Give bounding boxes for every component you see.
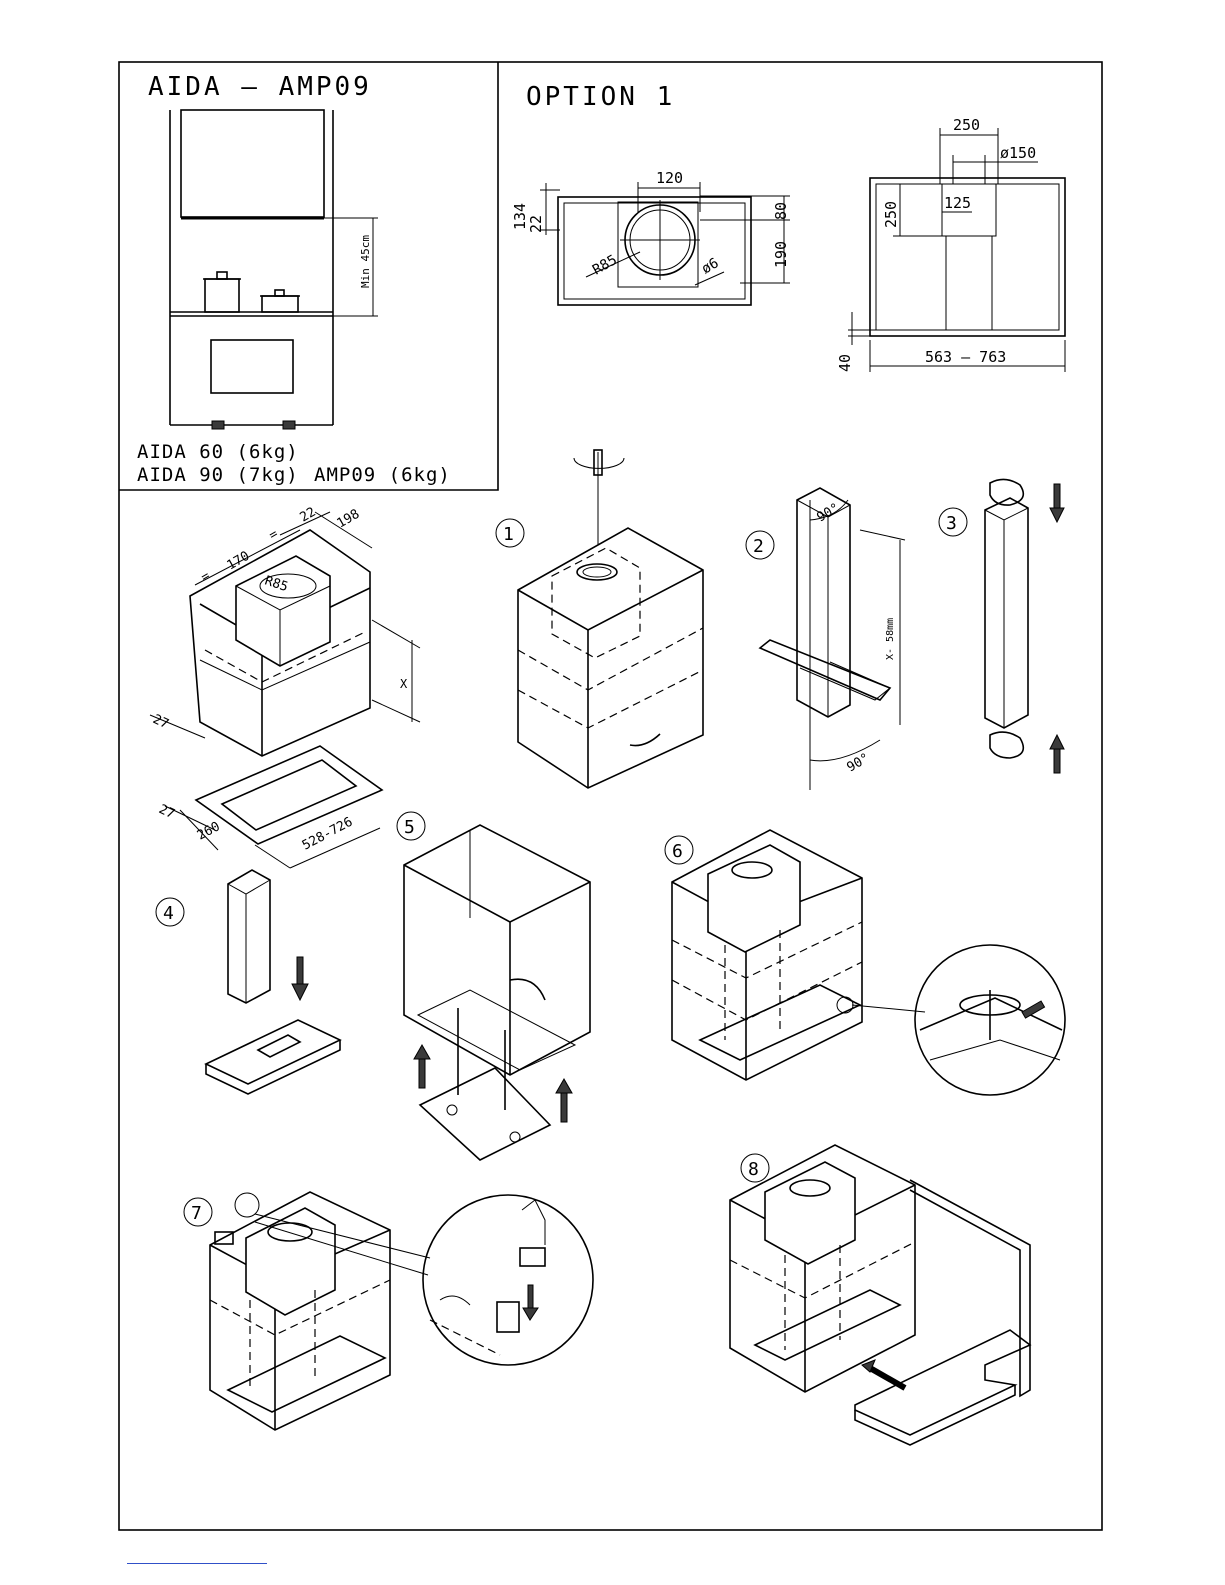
weight-aida60: AIDA 60 (6kg) bbox=[137, 441, 299, 463]
step-3-drawing bbox=[939, 479, 1064, 773]
outer-frame bbox=[119, 62, 1102, 1530]
pan-icon bbox=[260, 290, 300, 312]
dim-r85-front: R85 bbox=[590, 252, 620, 279]
dim-250-left: 250 bbox=[882, 201, 900, 228]
dim-250-top: 250 bbox=[953, 116, 980, 134]
step-4-number: 4 bbox=[163, 903, 174, 924]
weight-aida90: AIDA 90 (7kg) bbox=[137, 464, 299, 486]
kitchen-elevation: Min 45cm bbox=[170, 110, 378, 429]
model-title: AIDA — AMP09 bbox=[148, 72, 372, 102]
step-3-number: 3 bbox=[946, 513, 957, 534]
step-7-drawing bbox=[184, 1192, 593, 1430]
dim-170: 170 bbox=[225, 549, 253, 574]
step-8-drawing bbox=[730, 1145, 1030, 1445]
dim-angle-top: 90° bbox=[815, 501, 843, 526]
dim-120: 120 bbox=[656, 169, 683, 187]
dim-125: 125 bbox=[944, 194, 971, 212]
step-2-number: 2 bbox=[753, 536, 764, 557]
pot-icon bbox=[203, 272, 241, 312]
step-4-drawing bbox=[156, 870, 340, 1094]
front-view-drawing bbox=[540, 182, 790, 305]
dim-80: 80 bbox=[772, 202, 790, 220]
step-6-drawing bbox=[665, 830, 1065, 1095]
weight-amp09: AMP09 (6kg) bbox=[314, 464, 451, 486]
dim-198: 198 bbox=[335, 507, 363, 532]
step-5-number: 5 bbox=[404, 817, 415, 838]
min-height-label: Min 45cm bbox=[359, 235, 372, 288]
step-5-drawing bbox=[397, 812, 590, 1160]
dim-x: X bbox=[400, 677, 408, 691]
dim-22-front: 22 bbox=[527, 215, 545, 233]
cutout-isometric-drawing bbox=[150, 512, 420, 868]
step-1-drawing bbox=[496, 450, 703, 788]
dim-range-iso: 528-726 bbox=[300, 815, 355, 854]
step-1-number: 1 bbox=[503, 524, 514, 545]
dim-27-b: 27 bbox=[156, 802, 177, 822]
step-6-number: 6 bbox=[672, 841, 683, 862]
step-8-number: 8 bbox=[748, 1159, 759, 1180]
step-7-number: 7 bbox=[191, 1203, 202, 1224]
step-2-drawing bbox=[746, 488, 905, 790]
dim-x-minus: X- 58mm bbox=[885, 618, 896, 660]
dim-phi150: ø150 bbox=[1000, 144, 1036, 162]
dim-angle-bottom: 90° bbox=[845, 751, 873, 776]
dim-27-a: 27 bbox=[150, 712, 171, 732]
dim-width-range: 563 — 763 bbox=[925, 348, 1006, 366]
footer-link-line[interactable] bbox=[127, 1563, 267, 1564]
dim-40: 40 bbox=[836, 354, 854, 372]
dim-22-iso: 22 bbox=[298, 505, 319, 526]
side-view-drawing bbox=[848, 128, 1065, 372]
dim-190: 190 bbox=[772, 241, 790, 268]
option-title: OPTION 1 bbox=[526, 82, 675, 112]
